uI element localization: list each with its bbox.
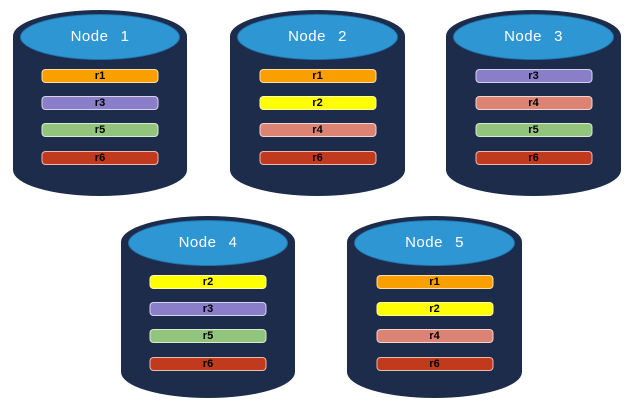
node-title: Node 5 [405,233,464,251]
replica-bar: r1 [41,69,159,83]
cylinder-body [230,36,405,196]
node-title: Node 4 [178,233,238,251]
replica-bar: r4 [376,329,493,343]
replica-bar: r5 [475,123,592,137]
cylinder-body [347,242,522,398]
cylinder-top: Node 5 [354,220,515,266]
replica-bar: r1 [259,69,376,83]
replica-bar: r5 [41,123,159,137]
node-2: Node 2 r1 r2 r4 r6 [230,10,405,196]
replica-bar: r6 [475,151,592,165]
node-5: Node 5 r1 r2 r4 r6 [347,216,522,398]
node-title: Node 2 [288,27,347,45]
node-3: Node 3 r3 r4 r5 r6 [446,10,621,196]
cylinder-top: Node 1 [20,14,180,60]
replica-list: r1 r3 r5 r6 [13,10,187,196]
replica-list: r2 r3 r5 r6 [121,216,295,398]
replica-bar: r6 [259,151,376,165]
cylinder-body [446,36,621,196]
replica-bar: r2 [376,302,493,316]
replica-bar: r2 [259,96,376,110]
node-4: Node 4 r2 r3 r5 r6 [121,216,295,398]
replica-list: r1 r2 r4 r6 [230,10,405,196]
node-1: Node 1 r1 r3 r5 r6 [13,10,187,196]
replica-bar: r6 [376,357,493,371]
replica-list: r3 r4 r5 r6 [446,10,621,196]
replica-bar: r2 [149,275,267,289]
replica-bar: r3 [41,96,159,110]
node-title: Node 1 [70,27,130,45]
replica-bar: r4 [475,96,592,110]
replica-bar: r4 [259,123,376,137]
replica-bar: r5 [149,329,267,343]
cylinder-top: Node 2 [237,14,398,60]
cylinder-top: Node 4 [128,220,288,266]
replica-bar: r1 [376,275,493,289]
node-title: Node 3 [504,27,563,45]
cylinder-top: Node 3 [453,14,614,60]
replica-bar: r6 [149,357,267,371]
replica-bar: r3 [475,69,592,83]
replica-bar: r3 [149,302,267,316]
replica-list: r1 r2 r4 r6 [347,216,522,398]
cylinder-body [121,242,295,398]
replica-bar: r6 [41,151,159,165]
cylinder-body [13,36,187,196]
